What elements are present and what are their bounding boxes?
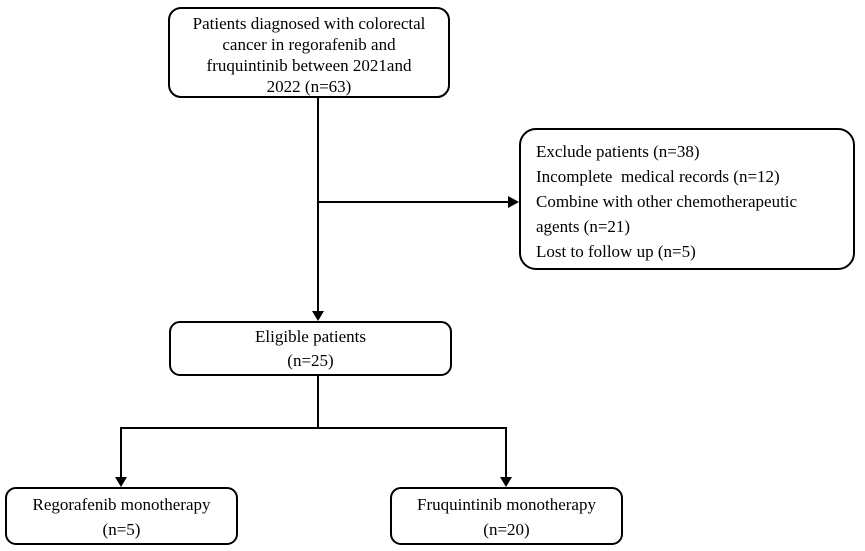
arrowhead-into-eligible-icon [312,311,324,321]
node-fruquintinib-line: (n=20) [483,520,530,539]
arrowhead-into-excluded-icon [508,196,519,208]
connector-eligible-stem [317,376,319,428]
node-diagnosed-line: Patients diagnosed with colorectal [192,14,426,33]
node-fruquintinib-line: Fruquintinib monotherapy [417,495,596,514]
node-eligible-line: Eligible patients [255,327,366,346]
connector-split-bar [120,427,507,429]
node-excluded-line: Incomplete medical records (n=12) [536,167,780,186]
node-diagnosed-line: 2022 (n=63) [266,77,352,96]
node-regorafenib-line: Regorafenib monotherapy [32,495,211,514]
connector-to-fruquintinib [505,427,507,477]
connector-branch-to-excluded [318,201,508,203]
node-fruquintinib-box: Fruquintinib monotherapy (n=20) [390,487,623,545]
arrowhead-into-regorafenib-icon [115,477,127,487]
node-excluded-line: Combine with other chemotherapeutic agen… [536,192,802,236]
node-excluded-line: Lost to follow up (n=5) [536,242,696,261]
node-eligible-line: (n=25) [287,351,334,370]
connector-diagnosed-to-eligible [317,98,319,311]
node-diagnosed-line: fruquintinib between 2021and [206,56,412,75]
node-excluded-line: Exclude patients (n=38) [536,142,700,161]
node-diagnosed-box: Patients diagnosed with colorectal cance… [168,7,450,98]
node-diagnosed-line: cancer in regorafenib and [222,35,396,54]
connector-to-regorafenib [120,427,122,477]
node-eligible-box: Eligible patients (n=25) [169,321,452,376]
node-regorafenib-line: (n=5) [102,520,141,539]
node-excluded-box: Exclude patients (n=38) Incomplete medic… [519,128,855,270]
arrowhead-into-fruquintinib-icon [500,477,512,487]
node-regorafenib-box: Regorafenib monotherapy (n=5) [5,487,238,545]
